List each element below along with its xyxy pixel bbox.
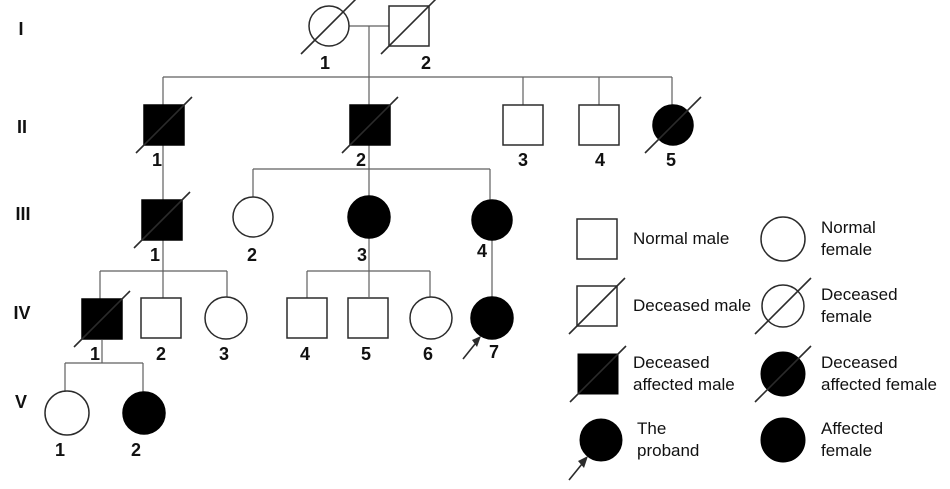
II-1-deceased-slash bbox=[135, 96, 193, 154]
normal-male-icon bbox=[576, 218, 618, 260]
III-4-female-symbol bbox=[471, 199, 513, 241]
IV-1-deceased-slash bbox=[73, 290, 131, 348]
individual-II-1: 1 bbox=[135, 96, 193, 170]
IV-2-male-symbol bbox=[140, 297, 182, 339]
individual-I-1: 1 bbox=[300, 0, 357, 73]
legend-label-deceased-affected-female: Deceased affected female bbox=[821, 353, 937, 394]
legend-label-deceased-female: Deceased female bbox=[821, 285, 898, 326]
individual-IV-1: 1 bbox=[73, 290, 131, 364]
III-2-number-label: 2 bbox=[247, 245, 257, 265]
individual-IV-5: 5 bbox=[347, 297, 389, 364]
IV-5-number-label: 5 bbox=[361, 344, 371, 364]
I-2-deceased-slash bbox=[380, 0, 437, 55]
IV-5-male-symbol bbox=[347, 297, 389, 339]
I-1-deceased-slash bbox=[300, 0, 357, 55]
II-1-number-label: 1 bbox=[152, 150, 162, 170]
IV-6-number-label: 6 bbox=[423, 344, 433, 364]
normal-female-icon bbox=[760, 216, 806, 262]
IV-7-female-symbol bbox=[470, 296, 514, 340]
IV-3-female-symbol bbox=[204, 296, 248, 340]
proband-icon bbox=[568, 418, 623, 481]
deceased-female-icon bbox=[754, 277, 812, 335]
IV-1-number-label: 1 bbox=[90, 344, 100, 364]
legend-label-deceased-affected-male: Deceased affected male bbox=[633, 353, 735, 394]
IV-4-number-label: 4 bbox=[300, 344, 310, 364]
III-2-female-symbol bbox=[232, 196, 274, 238]
individual-V-2: 2 bbox=[122, 391, 166, 460]
II-4-number-label: 4 bbox=[595, 150, 605, 170]
IV-6-female-symbol bbox=[409, 296, 453, 340]
III-1-number-label: 1 bbox=[150, 245, 160, 265]
legend-item-affected-female: Affected female bbox=[758, 414, 883, 466]
V-2-number-label: 2 bbox=[131, 440, 141, 460]
affected-female-icon bbox=[760, 417, 806, 463]
individual-IV-2: 2 bbox=[140, 297, 182, 364]
V-1-female-symbol bbox=[44, 390, 90, 436]
legend-item-deceased-female: Deceased female bbox=[754, 277, 898, 335]
individual-II-3: 3 bbox=[502, 104, 544, 170]
II-4-male-symbol bbox=[578, 104, 620, 146]
legend-label-normal-female: Normal female bbox=[821, 218, 876, 259]
individual-I-2: 2 bbox=[380, 0, 437, 73]
I-2-number-label: 2 bbox=[421, 53, 431, 73]
IV-7-number-label: 7 bbox=[489, 342, 499, 362]
deceased-affected-male-icon bbox=[569, 345, 627, 403]
I-1-number-label: 1 bbox=[320, 53, 330, 73]
individual-III-1: 1 bbox=[133, 191, 191, 265]
III-1-deceased-slash bbox=[133, 191, 191, 249]
V-1-number-label: 1 bbox=[55, 440, 65, 460]
legend-label-proband: The proband bbox=[637, 419, 700, 460]
individual-V-1: 1 bbox=[44, 390, 90, 460]
III-3-number-label: 3 bbox=[357, 245, 367, 265]
generation-label-II: II bbox=[17, 117, 27, 137]
IV-3-number-label: 3 bbox=[219, 344, 229, 364]
deceased-male-icon bbox=[568, 277, 626, 335]
individual-III-3: 3 bbox=[347, 195, 391, 265]
individual-II-5: 5 bbox=[644, 96, 702, 170]
IV-7-proband-arrowhead bbox=[472, 336, 481, 347]
legend-item-deceased-male: Deceased male bbox=[568, 277, 752, 335]
IV-4-male-symbol bbox=[286, 297, 328, 339]
generation-label-V: V bbox=[15, 392, 27, 412]
legend-label-affected-female: Affected female bbox=[821, 419, 884, 460]
II-3-male-symbol bbox=[502, 104, 544, 146]
generation-label-III: III bbox=[15, 204, 30, 224]
individual-IV-4: 4 bbox=[286, 297, 328, 364]
legend-item-normal-female: Normal female bbox=[758, 213, 876, 265]
II-2-deceased-slash bbox=[341, 96, 399, 154]
deceased-affected-female-icon bbox=[754, 345, 812, 403]
legend-item-deceased-affected-male: Deceased affected male bbox=[569, 345, 735, 403]
II-2-number-label: 2 bbox=[356, 150, 366, 170]
individual-II-4: 4 bbox=[578, 104, 620, 170]
individual-III-4: 4 bbox=[471, 199, 513, 261]
generation-label-I: I bbox=[18, 19, 23, 39]
IV-2-number-label: 2 bbox=[156, 344, 166, 364]
V-2-female-symbol bbox=[122, 391, 166, 435]
individual-II-2: 2 bbox=[341, 96, 399, 170]
II-3-number-label: 3 bbox=[518, 150, 528, 170]
II-5-deceased-slash bbox=[644, 96, 702, 154]
III-3-female-symbol bbox=[347, 195, 391, 239]
IV-7-proband-arrow bbox=[462, 343, 476, 360]
legend-item-normal-male: Normal male bbox=[570, 213, 729, 265]
legend-item-proband: The proband bbox=[568, 414, 700, 481]
II-5-number-label: 5 bbox=[666, 150, 676, 170]
legend-label-normal-male: Normal male bbox=[633, 229, 730, 248]
III-4-number-label: 4 bbox=[477, 241, 487, 261]
individual-III-2: 2 bbox=[232, 196, 274, 265]
legend-label-deceased-male: Deceased male bbox=[633, 296, 752, 315]
legend-item-deceased-affected-female: Deceased affected female bbox=[754, 345, 937, 403]
generation-label-IV: IV bbox=[13, 303, 30, 323]
individual-IV-6: 6 bbox=[409, 296, 453, 364]
individual-IV-7: 7 bbox=[462, 296, 514, 362]
individual-IV-3: 3 bbox=[204, 296, 248, 364]
